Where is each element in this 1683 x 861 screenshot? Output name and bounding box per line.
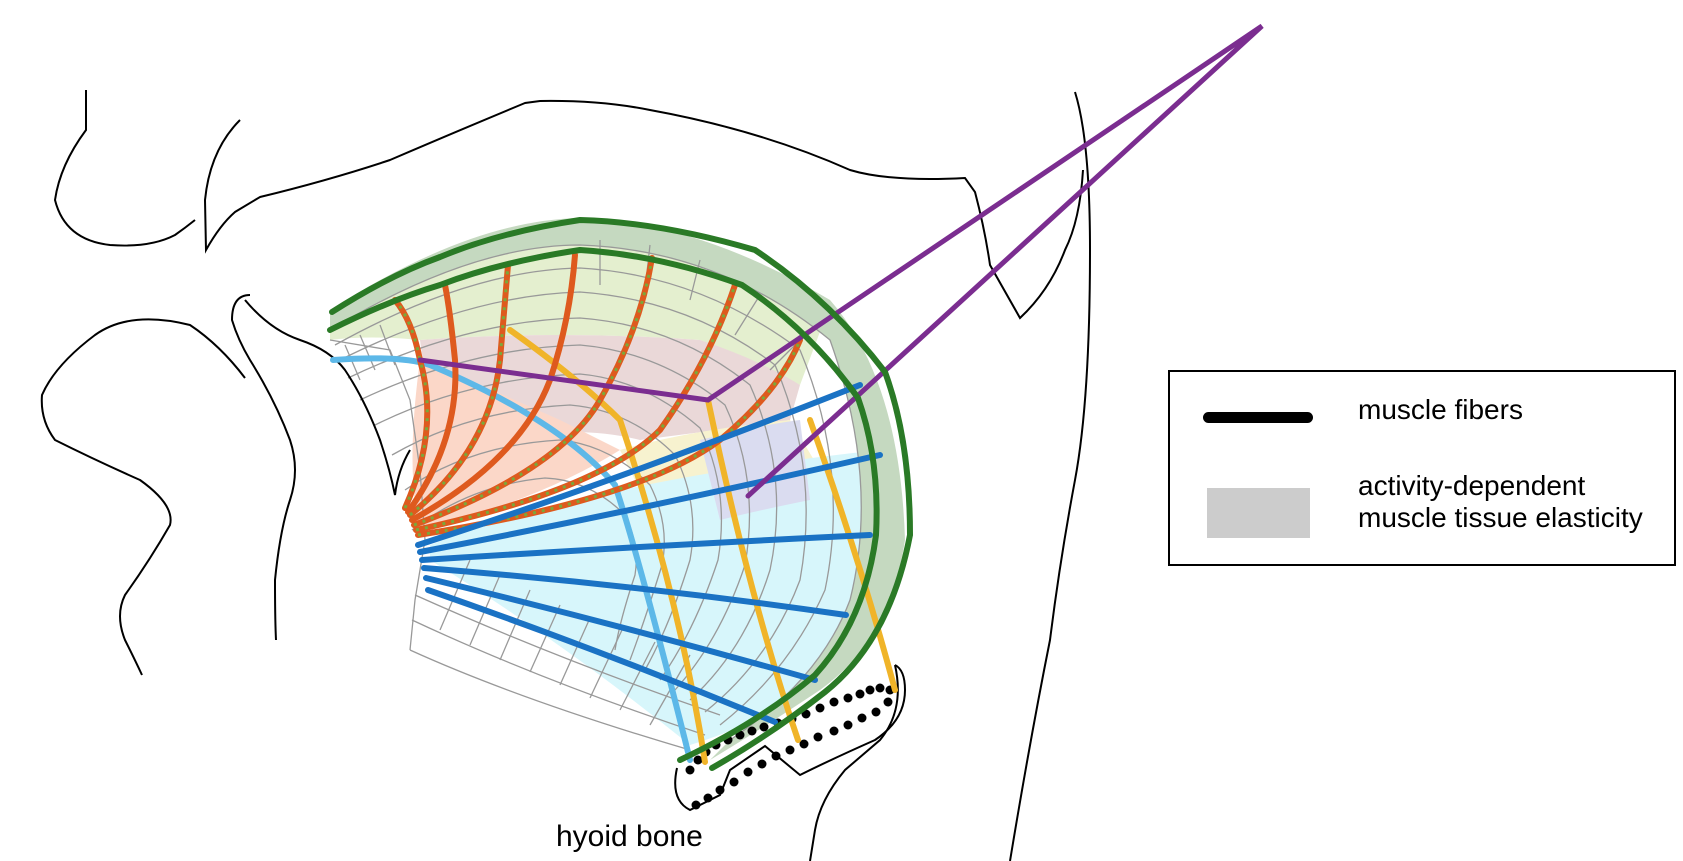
transversus-fibers xyxy=(330,355,693,763)
legend-elasticity-swatch xyxy=(1207,488,1310,538)
legend-muscle-fiber-label: muscle fibers xyxy=(1358,394,1523,425)
hyoglossus-fibers xyxy=(507,327,898,765)
styloglossus-fibers xyxy=(417,23,1264,499)
hyoid-bone-label: hyoid bone xyxy=(556,820,703,853)
legend: muscle fibers activity-dependent muscle … xyxy=(1168,370,1676,566)
legend-elasticity-label-line2: muscle tissue elasticity xyxy=(1358,502,1643,533)
legend-elasticity-label-line1: activity-dependent xyxy=(1358,470,1586,501)
genioglossus-posterior-fibers xyxy=(415,382,883,725)
superior-longitudinal-fibers xyxy=(327,216,914,771)
legend-muscle-fiber-swatch xyxy=(1203,412,1313,423)
head-outline xyxy=(40,90,1092,861)
